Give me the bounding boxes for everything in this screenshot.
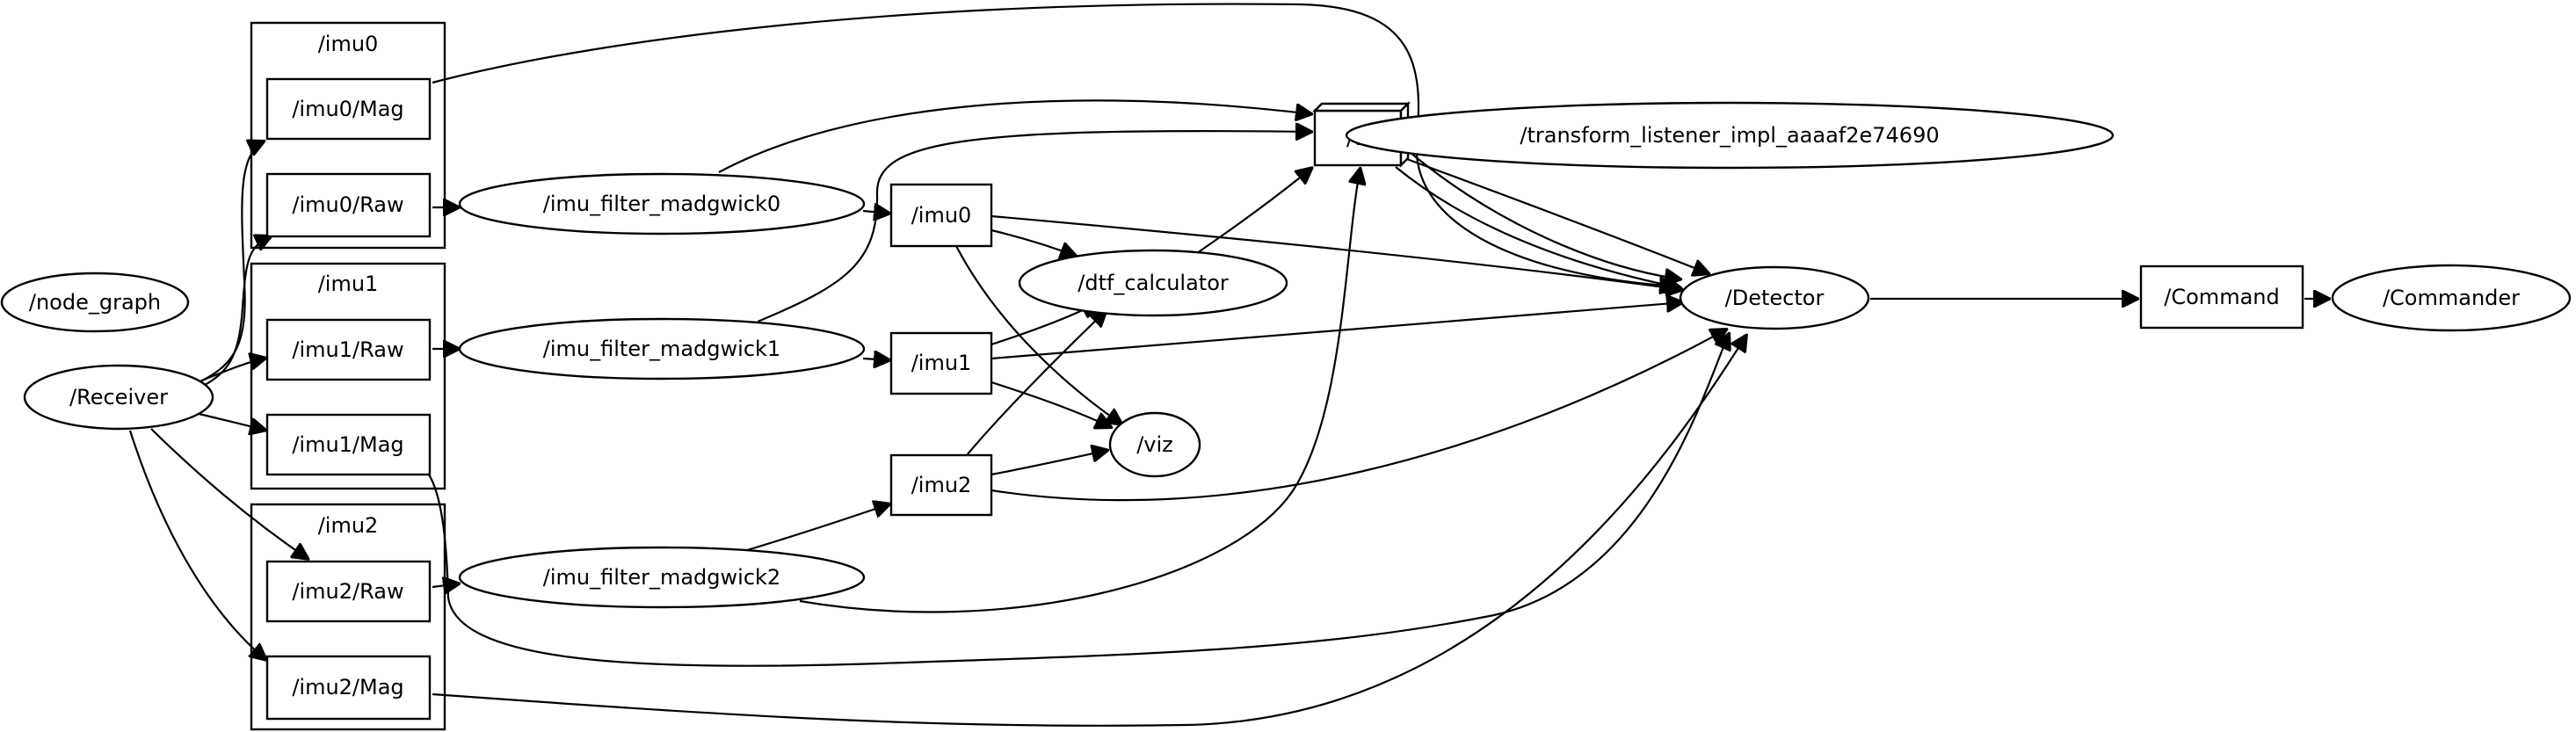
edge-receiver-imu0-raw <box>198 236 272 389</box>
node-command-label: /Command <box>2164 285 2279 309</box>
edge-imu0-detector <box>990 214 1684 290</box>
node-imu-filter-madgwick2-label: /imu_filter_madgwick2 <box>543 565 780 590</box>
node-detector[interactable]: /Detector <box>1679 265 1870 330</box>
node-viz[interactable]: /viz <box>1108 411 1201 478</box>
node-imu1-raw-label: /imu1/Raw <box>292 337 403 362</box>
node-imu-filter-madgwick2[interactable]: /imu_filter_madgwick2 <box>458 546 866 609</box>
node-imu-filter-madgwick1[interactable]: /imu_filter_madgwick1 <box>458 317 866 380</box>
node-node-graph-label: /node_graph <box>29 290 161 315</box>
node-dtf-calculator-label: /dtf_calculator <box>1078 271 1229 295</box>
edge-receiver-imu1-mag <box>194 411 267 431</box>
node-imu-filter-madgwick0-label: /imu_filter_madgwick0 <box>543 192 780 216</box>
edge-tf-detector-2 <box>1404 156 1710 274</box>
edge-tf-detector-3 <box>1404 147 1682 279</box>
edge-mf2-imu2 <box>746 504 891 552</box>
edge-imu1-mag-detector <box>428 332 1730 667</box>
node-imu0[interactable]: /imu0 <box>889 183 993 248</box>
edge-imu0-mag-detector <box>432 3 1677 286</box>
node-imu2-label: /imu2 <box>911 473 972 497</box>
edge-mf1-tf <box>757 131 1313 323</box>
edge-imu0-viz <box>955 245 1123 425</box>
node-imu0-raw-label: /imu0/Raw <box>292 192 403 217</box>
edge-imu2-raw-mf2 <box>432 583 461 587</box>
cluster-imu2: /imu2 <box>250 503 446 731</box>
node-detector-label: /Detector <box>1725 286 1825 310</box>
cluster-imu1: /imu1 <box>250 262 446 490</box>
node-imu-filter-madgwick1-label: /imu_filter_madgwick1 <box>543 337 780 361</box>
cluster-imu2-label: /imu2 <box>318 513 379 538</box>
node-imu2-raw[interactable]: /imu2/Raw <box>265 560 432 623</box>
node-imu1-mag[interactable]: /imu1/Mag <box>265 413 432 476</box>
node-imu1[interactable]: /imu1 <box>889 331 993 395</box>
node-transform-listener-impl[interactable]: /transform_listener_impl_aaaaf2e74690 <box>1345 101 2115 170</box>
edge-mf0-tf <box>718 99 1313 173</box>
cluster-imu0: /imu0 <box>250 21 446 250</box>
edge-receiver-imu1-raw <box>203 358 267 381</box>
node-imu1-raw[interactable]: /imu1/Raw <box>265 318 432 381</box>
cluster-imu1-label: /imu1 <box>318 272 379 296</box>
node-imu0-mag[interactable]: /imu0/Mag <box>265 77 432 141</box>
edge-imu2-dtf <box>966 309 1107 456</box>
node-dtf-calculator[interactable]: /dtf_calculator <box>1018 249 1288 317</box>
node-node-graph[interactable]: /node_graph <box>0 272 190 333</box>
node-imu2-raw-label: /imu2/Raw <box>292 579 403 604</box>
edge-imu2-viz <box>990 450 1109 476</box>
node-imu0-raw[interactable]: /imu0/Raw <box>265 172 432 238</box>
node-transform-listener-impl-label: /transform_listener_impl_aaaaf2e74690 <box>1520 123 1939 148</box>
node-commander-label: /Commander <box>2383 286 2520 310</box>
edges <box>128 3 2331 727</box>
node-imu0-label: /imu0 <box>911 203 972 228</box>
node-imu-filter-madgwick0[interactable]: /imu_filter_madgwick0 <box>458 172 866 236</box>
edge-receiver-imu2-raw <box>150 428 309 560</box>
node-receiver[interactable]: /Receiver <box>23 364 214 431</box>
edge-mf2-tf <box>799 167 1361 613</box>
cluster-imu0-label: /imu0 <box>318 32 379 56</box>
node-imu2-mag[interactable]: /imu2/Mag <box>265 655 432 721</box>
edge-dtf-tf <box>1196 167 1313 254</box>
edge-imu2-mag-detector <box>432 334 1747 727</box>
edge-tf-detector-1 <box>1395 166 1682 288</box>
node-imu1-label: /imu1 <box>911 351 972 375</box>
node-command[interactable]: /Command <box>2139 265 2304 330</box>
node-imu1-mag-label: /imu1/Mag <box>292 432 403 457</box>
node-imu0-mag-label: /imu0/Mag <box>292 97 403 121</box>
edge-imu1-viz <box>990 380 1113 428</box>
edge-imu2-detector <box>990 329 1728 502</box>
node-imu2-mag-label: /imu2/Mag <box>292 675 403 699</box>
edge-receiver-imu2-mag <box>128 430 267 661</box>
edge-receiver-imu0-mag <box>198 141 265 383</box>
edge-imu0-dtf <box>990 228 1078 257</box>
edge-mf1-imu1 <box>862 359 891 360</box>
node-receiver-label: /Receiver <box>69 385 168 409</box>
node-commander[interactable]: /Commander <box>2331 264 2572 332</box>
node-viz-label: /viz <box>1136 432 1173 457</box>
node-imu2[interactable]: /imu2 <box>889 453 993 517</box>
